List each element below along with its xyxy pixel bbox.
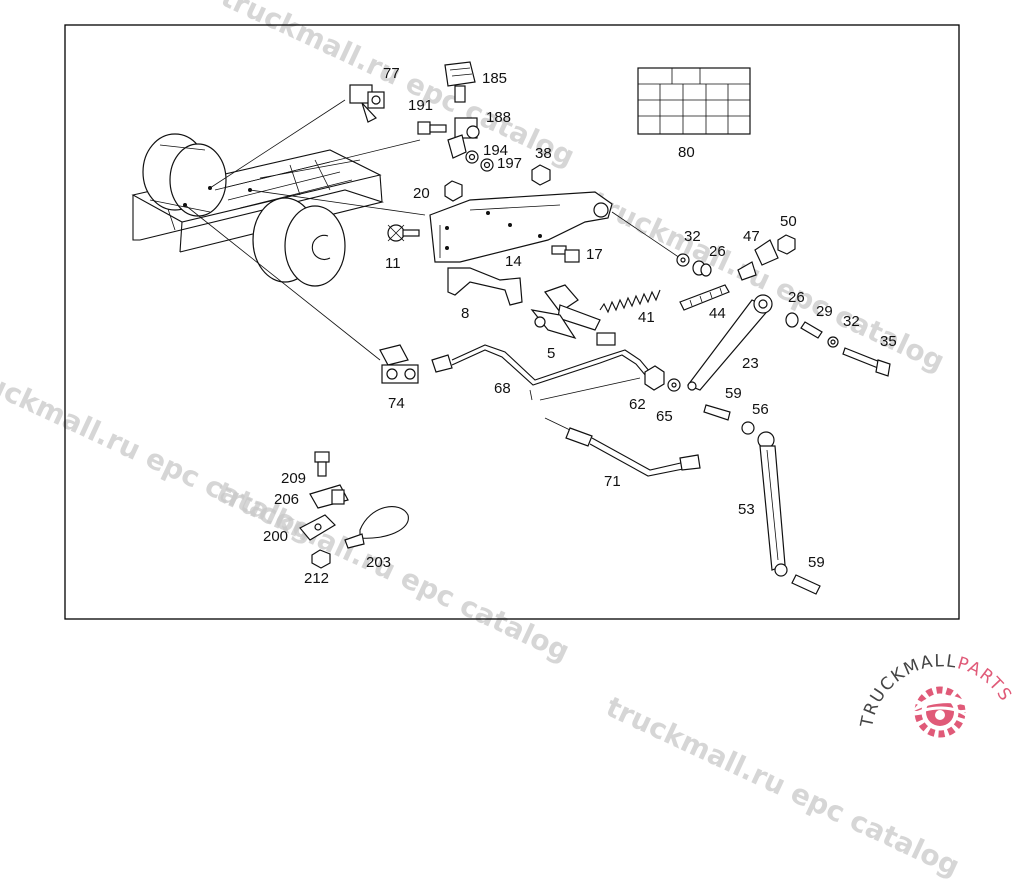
part-29 bbox=[800, 321, 823, 339]
part-71-pipe bbox=[544, 417, 701, 477]
callout-68: 68 bbox=[494, 380, 511, 397]
part-35 bbox=[842, 347, 891, 377]
callout-200: 200 bbox=[263, 528, 288, 545]
part-59b bbox=[791, 574, 821, 595]
part-38 bbox=[531, 164, 551, 186]
part-56 bbox=[741, 421, 755, 435]
part-62 bbox=[644, 365, 665, 391]
callout-209: 209 bbox=[281, 470, 306, 487]
truckmall-logo: TRUCKMALLPARTS bbox=[857, 651, 1016, 738]
callout-26b: 26 bbox=[788, 289, 805, 306]
part-26a bbox=[692, 260, 712, 277]
callout-62: 62 bbox=[629, 396, 646, 413]
part-74 bbox=[379, 344, 419, 384]
part-197 bbox=[480, 158, 494, 172]
part-206 bbox=[309, 484, 349, 509]
part-26b bbox=[785, 312, 799, 328]
logo-gear-icon bbox=[909, 686, 972, 738]
diagram-frame bbox=[64, 24, 960, 620]
part-188 bbox=[447, 117, 480, 159]
callout-71: 71 bbox=[604, 473, 621, 490]
part-44 bbox=[679, 284, 730, 311]
callout-191: 191 bbox=[408, 97, 433, 114]
callout-65: 65 bbox=[656, 408, 673, 425]
chassis-illustration bbox=[131, 99, 426, 361]
part-50 bbox=[777, 234, 796, 255]
callout-206: 206 bbox=[274, 491, 299, 508]
callout-14: 14 bbox=[505, 253, 522, 270]
part-5 bbox=[530, 284, 616, 346]
callout-35: 35 bbox=[880, 333, 897, 350]
part-68-pipe bbox=[431, 344, 651, 401]
callout-8: 8 bbox=[461, 305, 469, 322]
callout-203: 203 bbox=[366, 554, 391, 571]
callout-11: 11 bbox=[385, 255, 401, 272]
leader-14-32 bbox=[611, 211, 681, 259]
callout-80: 80 bbox=[678, 144, 695, 161]
callout-188: 188 bbox=[486, 109, 511, 126]
part-32b bbox=[827, 336, 839, 348]
callout-labels: 77 185 191 188 194 197 38 80 20 11 14 17… bbox=[263, 65, 897, 587]
part-11 bbox=[387, 224, 420, 242]
part-209 bbox=[314, 451, 330, 477]
logo-text-accent: PARTS bbox=[955, 653, 1016, 705]
callout-29: 29 bbox=[816, 303, 833, 320]
parts-diagram: 77 185 191 188 194 197 38 80 20 11 14 17… bbox=[64, 24, 1016, 738]
callout-38: 38 bbox=[535, 145, 552, 162]
part-65 bbox=[667, 378, 681, 392]
part-59a bbox=[703, 404, 731, 421]
part-8 bbox=[447, 267, 523, 306]
part-203 bbox=[344, 506, 409, 549]
part-23 bbox=[687, 294, 773, 391]
part-80-label-plate bbox=[637, 67, 751, 135]
part-47 bbox=[737, 239, 779, 281]
part-41 bbox=[599, 289, 661, 314]
part-191 bbox=[417, 121, 447, 135]
callout-59a: 59 bbox=[725, 385, 742, 402]
callout-5: 5 bbox=[547, 345, 555, 362]
callout-41: 41 bbox=[638, 309, 655, 326]
part-14 bbox=[429, 191, 613, 263]
part-200 bbox=[299, 514, 336, 541]
callout-32a: 32 bbox=[684, 228, 701, 245]
callout-50: 50 bbox=[780, 213, 797, 230]
part-53 bbox=[757, 431, 788, 577]
callout-212: 212 bbox=[304, 570, 329, 587]
callout-194: 194 bbox=[483, 142, 508, 159]
callout-53: 53 bbox=[738, 501, 755, 518]
part-185 bbox=[444, 61, 476, 103]
callout-20: 20 bbox=[413, 185, 430, 202]
part-20 bbox=[444, 180, 463, 202]
part-17 bbox=[551, 245, 580, 263]
callout-44: 44 bbox=[709, 305, 726, 322]
callout-185: 185 bbox=[482, 70, 507, 87]
part-77 bbox=[349, 84, 385, 123]
callout-47: 47 bbox=[743, 228, 760, 245]
callout-74: 74 bbox=[388, 395, 405, 412]
callout-32b: 32 bbox=[843, 313, 860, 330]
callout-59b: 59 bbox=[808, 554, 825, 571]
part-194 bbox=[465, 150, 479, 164]
callout-23: 23 bbox=[742, 355, 759, 372]
callout-56: 56 bbox=[752, 401, 769, 418]
callout-17: 17 bbox=[586, 246, 603, 263]
callout-77: 77 bbox=[383, 65, 400, 82]
callout-26a: 26 bbox=[709, 243, 726, 260]
callout-197: 197 bbox=[497, 155, 522, 172]
part-32a bbox=[676, 253, 690, 267]
part-212 bbox=[311, 549, 331, 569]
